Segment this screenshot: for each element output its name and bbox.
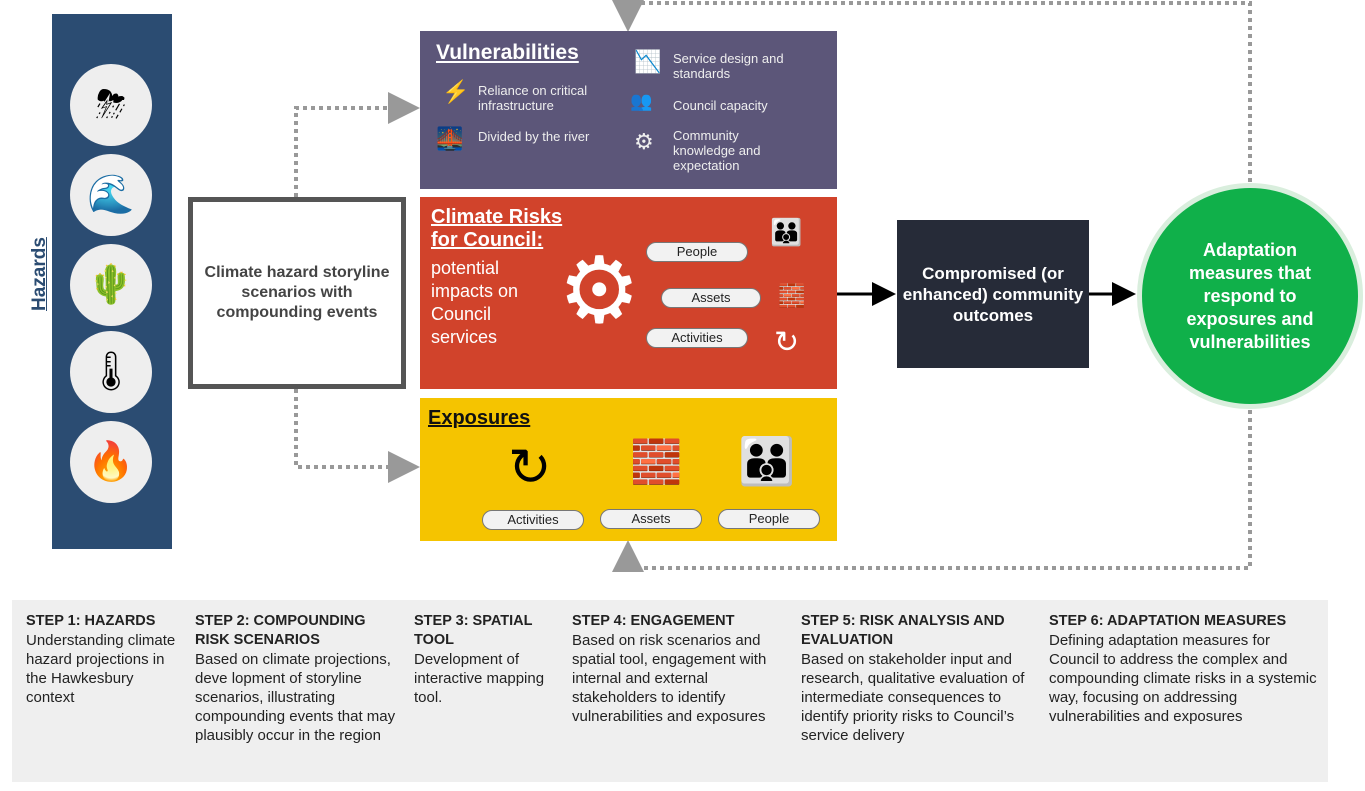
exposures-panel: Exposures ↻ 🧱 👪 Activities Assets People xyxy=(420,398,837,541)
climate-risks-subtitle: potential impacts on Council services xyxy=(431,258,519,347)
climate-risks-panel: Climate Risks for Council: potential imp… xyxy=(420,197,837,389)
pill-assets: Assets xyxy=(600,509,702,529)
bridge-icon: 🌉 xyxy=(436,126,464,151)
climate-risks-title: Climate Risks xyxy=(431,206,563,228)
vulnerabilities-title: Vulnerabilities xyxy=(436,41,579,64)
people-group-icon: 👥 xyxy=(630,91,653,111)
vulnerability-item: Divided by the river xyxy=(478,129,590,144)
hazards-label: Hazards xyxy=(29,237,50,311)
storm-icon: ⛈ xyxy=(70,64,152,146)
people-icon: 👪 xyxy=(738,435,796,487)
bricks-icon: 🧱 xyxy=(630,438,683,485)
community-outcomes-box: Compromised (or enhanced) community outc… xyxy=(897,220,1089,368)
bushfire-icon: 🔥 xyxy=(70,421,152,503)
hazards-panel: ⛈ 🌊 🌵 🌡 🔥 xyxy=(52,14,172,549)
bricks-icon: 🧱 xyxy=(778,283,806,308)
pill-people: People xyxy=(646,242,748,262)
pill-activities: Activities xyxy=(482,510,584,530)
adaptation-measures-circle: Adaptation measures that respond to expo… xyxy=(1137,183,1363,409)
exposures-title: Exposures xyxy=(428,407,531,429)
vulnerabilities-panel: Vulnerabilities ⚡ Reliance on critical i… xyxy=(420,31,837,189)
cycle-icon: ↻ xyxy=(774,326,800,359)
drought-icon: 🌵 xyxy=(70,244,152,326)
pylon-icon: ⚡ xyxy=(442,79,470,104)
head-gears-icon: ⚙ xyxy=(634,129,654,154)
pill-people: People xyxy=(718,509,820,529)
pill-activities: Activities xyxy=(646,328,748,348)
pill-assets: Assets xyxy=(661,288,761,308)
climate-risks-title: for Council: xyxy=(431,229,544,251)
cycle-icon: ↻ xyxy=(508,439,552,497)
gear-icon: ⚙ xyxy=(558,240,641,342)
heat-icon: 🌡 xyxy=(70,331,152,413)
vulnerability-item: Community knowledge and expectation xyxy=(673,128,761,173)
vulnerability-item: Service design and standards xyxy=(673,51,784,81)
flood-icon: 🌊 xyxy=(70,154,152,236)
declining-chart-icon: 📉 xyxy=(634,49,662,74)
vulnerability-item: Council capacity xyxy=(673,98,768,113)
storyline-box: Climate hazard storyline scenarios with … xyxy=(188,197,406,389)
people-icon: 👪 xyxy=(770,217,803,247)
vulnerability-item: Reliance on critical infrastructure xyxy=(478,83,588,113)
